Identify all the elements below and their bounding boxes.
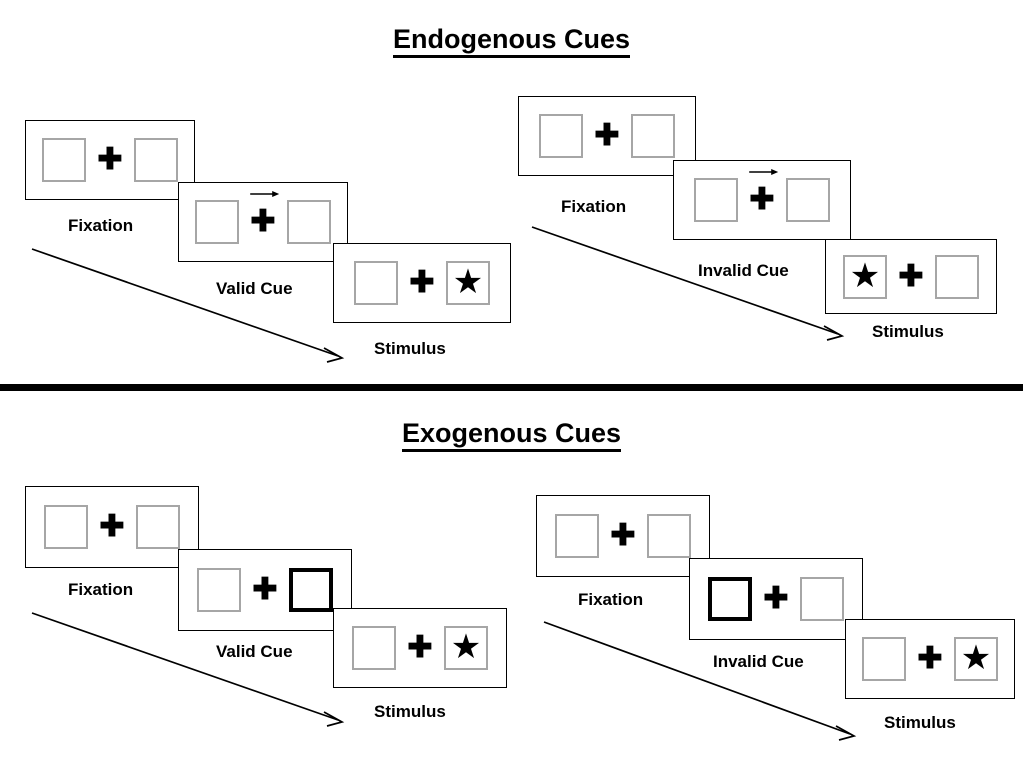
caption-exogenous-invalid-stimulus: Stimulus [884, 713, 956, 732]
section-title-exogenous: Exogenous Cues [0, 418, 1023, 452]
right-box-with-stimulus: ★ [954, 637, 998, 681]
fixation-wrap: ✚ [398, 266, 446, 299]
fixation-cross-icon: ✚ [409, 266, 435, 299]
time-arrow-endogenous-invalid [531, 226, 845, 341]
right-box-with-stimulus: ★ [446, 261, 490, 305]
caption-endogenous-invalid-stimulus: Stimulus [872, 322, 944, 341]
arrow-right-icon [250, 191, 280, 197]
right-box-cued [289, 568, 333, 612]
right-box [287, 200, 331, 244]
caption-endogenous-invalid-fixation: Fixation [561, 197, 627, 216]
right-box [136, 505, 180, 549]
panel-content: ★ ✚ [843, 254, 979, 299]
panel-endogenous-valid-stimulus: ✚ ★ [333, 243, 511, 323]
fixation-cross-icon: ✚ [610, 519, 636, 552]
left-box [694, 178, 738, 222]
panel-content: ✚ [708, 577, 844, 621]
panel-exogenous-invalid-cue: ✚ [689, 558, 863, 640]
caption-endogenous-valid-cue: Valid Cue [216, 279, 293, 298]
right-box [800, 577, 844, 621]
caption-exogenous-invalid-cue: Invalid Cue [713, 652, 804, 671]
fixation-wrap: ✚ [583, 119, 631, 152]
fixation-wrap: ✚ [599, 519, 647, 552]
panel-exogenous-valid-cue: ✚ [178, 549, 352, 631]
caption-exogenous-valid-cue: Valid Cue [216, 642, 293, 661]
panel-endogenous-invalid-stimulus: ★ ✚ [825, 239, 997, 314]
fixation-cross-icon: ✚ [763, 582, 789, 615]
left-box [539, 114, 583, 158]
fixation-wrap: ✚ [738, 169, 786, 216]
right-box [134, 138, 178, 182]
panel-content: ✚ [555, 514, 691, 558]
left-box-cued [708, 577, 752, 621]
left-box [352, 626, 396, 670]
right-box [647, 514, 691, 558]
caption-endogenous-invalid-cue: Invalid Cue [698, 261, 789, 280]
section-title-endogenous-text: Endogenous Cues [392, 24, 630, 58]
right-box-with-stimulus: ★ [444, 626, 488, 670]
arrow-right-icon [749, 169, 779, 175]
fixation-cross-icon: ✚ [594, 119, 620, 152]
caption-endogenous-valid-fixation: Fixation [68, 216, 134, 235]
fixation-cross-icon: ✚ [99, 510, 125, 543]
fixation-wrap: ✚ [88, 510, 136, 543]
panel-exogenous-valid-stimulus: ✚ ★ [333, 608, 507, 688]
left-box [555, 514, 599, 558]
star-icon: ★ [452, 263, 484, 301]
fixation-wrap: ✚ [241, 573, 289, 606]
right-box [786, 178, 830, 222]
left-box [44, 505, 88, 549]
panel-content: ✚ ★ [352, 626, 488, 670]
panel-content: ✚ [44, 505, 180, 549]
panel-endogenous-invalid-fixation: ✚ [518, 96, 696, 176]
right-box [935, 254, 979, 299]
fixation-wrap: ✚ [752, 582, 800, 615]
left-box-with-stimulus: ★ [843, 254, 887, 299]
star-icon: ★ [960, 639, 992, 677]
fixation-wrap: ✚ [396, 631, 444, 664]
panel-content: ✚ ★ [354, 261, 490, 305]
left-box [195, 200, 239, 244]
fixation-wrap: ✚ [86, 143, 134, 176]
fixation-cross-icon: ✚ [749, 183, 775, 216]
fixation-wrap: ✚ [239, 191, 287, 238]
fixation-cross-icon: ✚ [407, 631, 433, 664]
section-title-exogenous-text: Exogenous Cues [401, 418, 622, 452]
left-box [862, 637, 906, 681]
time-arrow-endogenous-valid [31, 248, 345, 363]
panel-endogenous-valid-cue: ✚ [178, 182, 348, 262]
star-icon: ★ [450, 628, 482, 666]
star-icon: ★ [849, 256, 881, 295]
left-box [197, 568, 241, 612]
left-box [354, 261, 398, 305]
panel-content: ✚ ★ [862, 637, 998, 681]
fixation-wrap: ✚ [887, 259, 935, 293]
panel-exogenous-invalid-stimulus: ✚ ★ [845, 619, 1015, 699]
panel-content: ✚ [539, 114, 675, 158]
caption-endogenous-valid-stimulus: Stimulus [374, 339, 446, 358]
fixation-wrap: ✚ [906, 642, 954, 675]
panel-endogenous-invalid-cue: ✚ [673, 160, 851, 240]
fixation-cross-icon: ✚ [252, 573, 278, 606]
panel-endogenous-valid-fixation: ✚ [25, 120, 195, 200]
panel-content: ✚ [197, 568, 333, 612]
fixation-cross-icon: ✚ [250, 205, 276, 238]
caption-exogenous-valid-stimulus: Stimulus [374, 702, 446, 721]
section-divider [0, 384, 1023, 391]
panel-exogenous-valid-fixation: ✚ [25, 486, 199, 568]
right-box [631, 114, 675, 158]
fixation-cross-icon: ✚ [917, 642, 943, 675]
fixation-cross-icon: ✚ [97, 143, 123, 176]
panel-content: ✚ [195, 191, 331, 244]
caption-exogenous-invalid-fixation: Fixation [578, 590, 644, 609]
fixation-cross-icon: ✚ [898, 259, 924, 293]
panel-content: ✚ [694, 169, 830, 222]
panel-exogenous-invalid-fixation: ✚ [536, 495, 710, 577]
caption-exogenous-valid-fixation: Fixation [68, 580, 134, 599]
left-box [42, 138, 86, 182]
section-title-endogenous: Endogenous Cues [0, 24, 1023, 58]
panel-content: ✚ [42, 138, 178, 182]
